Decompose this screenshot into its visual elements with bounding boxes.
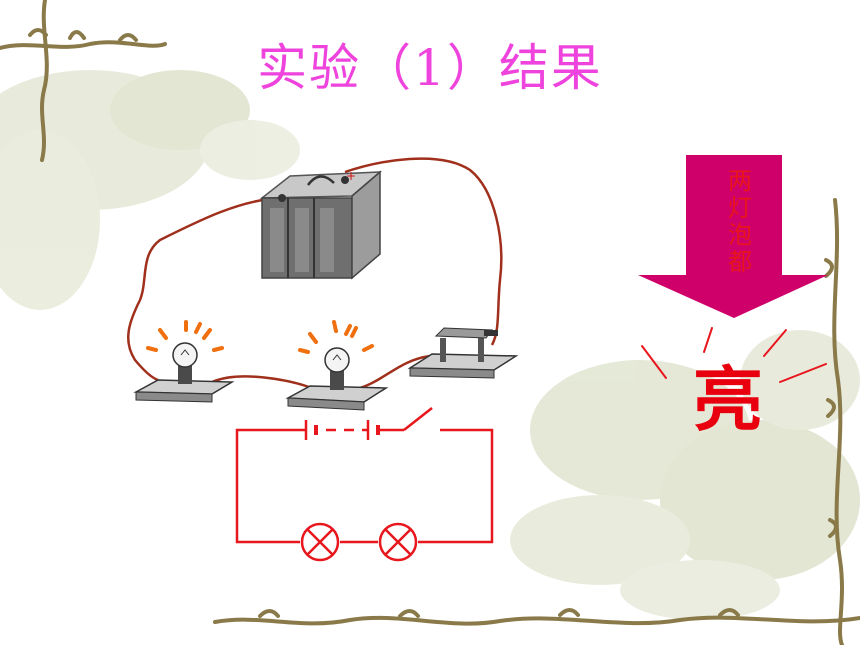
battery-pack-icon: + (259, 169, 383, 280)
circuit-schematic (235, 407, 494, 544)
background-leaves (0, 70, 860, 620)
slide-title: 实验（1）结果 (257, 39, 603, 97)
down-arrow-icon (638, 155, 828, 318)
light-bulb-icon-left (133, 320, 235, 403)
lamp-symbol-icon-2 (378, 522, 418, 562)
svg-text:+: + (346, 169, 356, 183)
knife-switch-icon (407, 327, 519, 379)
light-bulb-icon-right (285, 320, 389, 411)
arrow-caption: 两灯泡都 (728, 167, 752, 276)
circuit-wires (127, 157, 503, 390)
lamp-symbol-icon-1 (300, 522, 340, 562)
result-char: 亮 (693, 358, 763, 441)
light-rays (641, 327, 827, 383)
